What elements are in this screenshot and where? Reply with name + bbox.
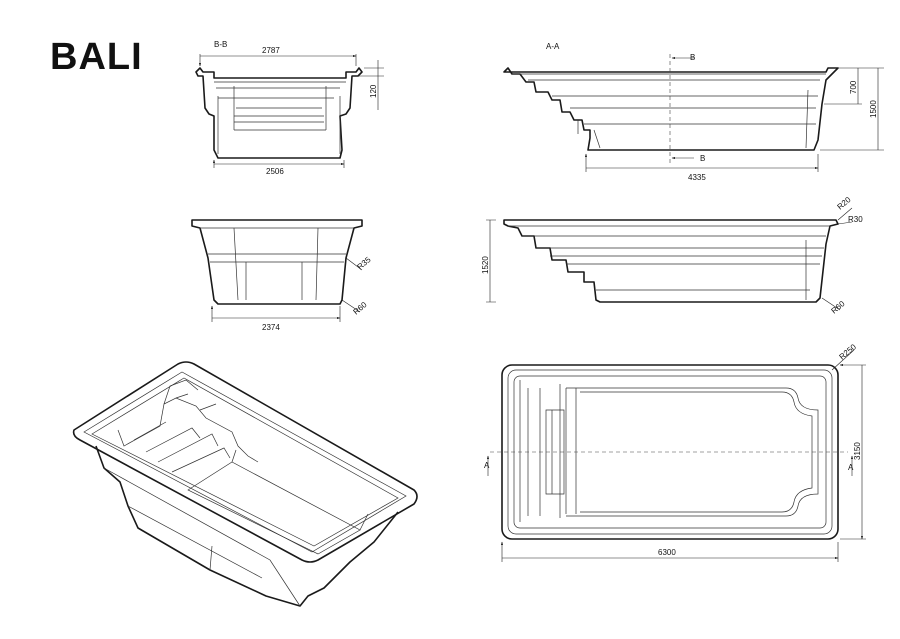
aa-width-dim: 4335 <box>688 173 706 182</box>
side-radius-lower: R60 <box>352 300 369 317</box>
plan-width-dim: 3150 <box>853 442 862 460</box>
long-radius-rim2: R30 <box>848 215 863 224</box>
side-elevation-view <box>191 219 363 322</box>
cut-mark-a-right: A <box>848 463 854 472</box>
isometric-view <box>72 361 418 607</box>
bb-bottom-width-dim: 2506 <box>266 167 284 176</box>
bb-top-width-dim: 2787 <box>262 46 280 55</box>
aa-total-depth-dim: 1500 <box>869 100 878 118</box>
long-elevation-view <box>486 207 853 311</box>
aa-section-label: A-A <box>546 42 560 51</box>
section-aa-view <box>503 54 884 172</box>
side-bottom-width-dim: 2374 <box>262 323 280 332</box>
cut-mark-b-top: B <box>690 53 695 62</box>
long-radius-bottom: R60 <box>830 299 847 316</box>
section-bb-view <box>195 54 384 168</box>
aa-step-depth-dim: 700 <box>849 80 858 94</box>
cut-mark-b-bottom: B <box>700 154 705 163</box>
bb-section-label: B-B <box>214 40 227 49</box>
long-radius-rim1: R20 <box>836 195 853 212</box>
plan-length-dim: 6300 <box>658 548 676 557</box>
bb-rim-height-dim: 120 <box>369 84 378 98</box>
plan-view <box>486 349 866 562</box>
side-radius-upper: R35 <box>356 255 373 272</box>
long-height-dim: 1520 <box>481 256 490 274</box>
model-title: BALI <box>50 36 143 78</box>
cut-mark-a-left: A <box>484 461 490 470</box>
plan-corner-radius: R250 <box>838 342 859 362</box>
